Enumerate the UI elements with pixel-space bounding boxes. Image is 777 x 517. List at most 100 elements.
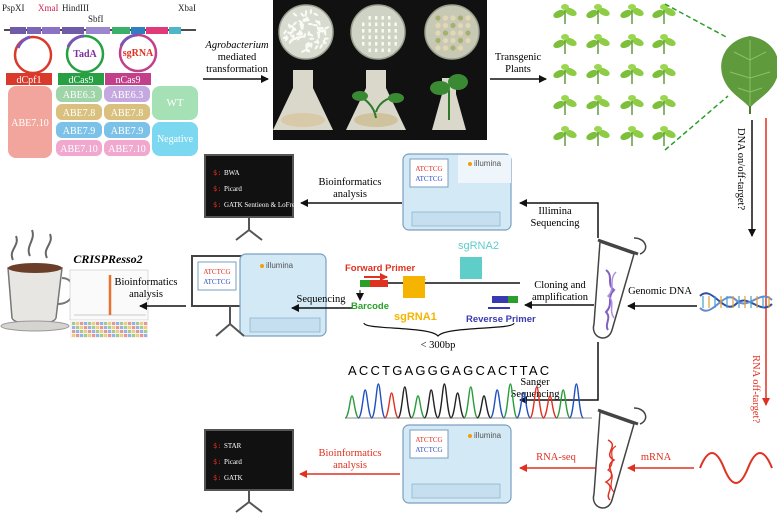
abe-cell-label: ABE7.10 xyxy=(108,144,146,155)
seed xyxy=(362,29,365,33)
alignment-cell xyxy=(124,334,128,337)
alignment-cell xyxy=(80,330,84,333)
construct-segment xyxy=(42,27,60,34)
seed xyxy=(388,48,391,53)
illumina-code: ATCTCG xyxy=(415,446,442,454)
seed xyxy=(297,33,303,36)
alignment-cell xyxy=(140,334,144,337)
abe-cell xyxy=(104,86,150,102)
seed xyxy=(375,16,378,20)
abe-cell xyxy=(104,122,150,138)
site-pspxi: PspXI xyxy=(2,3,25,13)
plant xyxy=(553,34,577,54)
callus xyxy=(442,45,449,51)
chromatogram-peak xyxy=(463,386,479,419)
seed xyxy=(381,29,384,33)
chromatogram-peak xyxy=(357,389,373,419)
leaf-image xyxy=(721,36,777,114)
seed xyxy=(292,12,298,17)
illumina-code: ATCTCG xyxy=(415,175,442,183)
seed xyxy=(388,29,391,33)
plant xyxy=(553,64,577,84)
seed xyxy=(368,35,371,40)
seed xyxy=(381,48,384,53)
seed xyxy=(287,23,291,29)
bioinfo-mid-line1: Bioinformatics xyxy=(115,277,178,288)
alignment-cell xyxy=(72,322,76,325)
alignment-cell xyxy=(132,322,136,325)
seed xyxy=(362,42,365,46)
seed xyxy=(319,43,323,49)
ncas9-header xyxy=(105,73,151,85)
alignment-cell xyxy=(144,322,148,325)
mrna-wave xyxy=(699,452,773,484)
bioinfo-mid-line2: analysis xyxy=(129,289,163,300)
abe-cell xyxy=(104,140,150,156)
seed xyxy=(381,22,384,27)
alignment-cell xyxy=(80,322,84,325)
bioinfo-top-line2: analysis xyxy=(333,189,367,200)
dna-helix xyxy=(699,292,773,312)
illumina-brand: illumina xyxy=(474,431,502,440)
abe-710-label: ABE7.10 xyxy=(11,118,49,129)
sgrna2-label: sgRNA2 xyxy=(458,240,499,252)
zoom-line xyxy=(664,95,729,151)
seed xyxy=(375,35,378,40)
seed xyxy=(375,29,378,33)
site-hindiii: HindIII xyxy=(62,3,89,13)
callus xyxy=(457,45,464,51)
alignment-cell xyxy=(72,326,76,329)
seed xyxy=(284,37,289,42)
plant xyxy=(620,95,644,115)
callus xyxy=(450,15,456,21)
alignment-cell xyxy=(92,330,96,333)
callus xyxy=(442,15,449,21)
seed xyxy=(316,39,320,45)
sanger-line1: Sanger xyxy=(520,377,550,388)
abe-cell xyxy=(56,86,102,102)
plant xyxy=(652,95,676,115)
construct-segment xyxy=(86,27,110,34)
alignment-cell xyxy=(136,334,140,337)
plant xyxy=(586,34,610,54)
crispresso-title: CRISPResso2 xyxy=(73,252,142,266)
callus xyxy=(457,37,464,44)
alignment-cell xyxy=(76,322,80,325)
alignment-cell xyxy=(140,322,144,325)
seed xyxy=(388,35,391,40)
abe-cell-label: ABE6.3 xyxy=(111,90,144,101)
plasmid-dcas9: TadA xyxy=(65,34,105,74)
tada-label: TadA xyxy=(73,49,97,60)
zoom-line xyxy=(664,3,729,39)
illumina-seq-line1: Illimina xyxy=(538,206,572,217)
seed xyxy=(312,24,318,27)
seed xyxy=(300,12,305,17)
seed xyxy=(283,29,287,35)
callus xyxy=(450,45,456,51)
alignment-cell xyxy=(112,330,116,333)
alignment-cell xyxy=(136,326,140,329)
cloning-line2: amplification xyxy=(532,292,589,303)
plant xyxy=(652,4,676,24)
plant xyxy=(553,95,577,115)
alignment-cell xyxy=(128,330,132,333)
alignment-cell xyxy=(132,326,136,329)
alignment-cell xyxy=(116,326,120,329)
sgrna1-target xyxy=(403,276,425,298)
plant xyxy=(553,126,577,146)
sgrna-label: sgRNA xyxy=(123,48,154,59)
chromatogram-peak xyxy=(423,389,439,419)
bioinfo-bottom-line2: analysis xyxy=(333,460,367,471)
tissue-culture-photo xyxy=(273,0,487,140)
chromatogram-peak xyxy=(410,395,426,419)
amplicon-diagram: Forward Primer sgRNA2 Barcode sgRNA1 Rev… xyxy=(345,240,536,351)
alignment-cell xyxy=(76,326,80,329)
seed xyxy=(316,25,320,32)
rnaseq-label: RNA-seq xyxy=(536,452,576,463)
dcas9-header xyxy=(58,73,104,85)
sanger-sequence: ACCTGAGGGAGCACTTAC xyxy=(348,363,551,378)
seed xyxy=(375,48,378,53)
mrna-label: mRNA xyxy=(641,452,672,463)
petri-dish xyxy=(278,4,334,60)
alignment-cell xyxy=(100,326,104,329)
